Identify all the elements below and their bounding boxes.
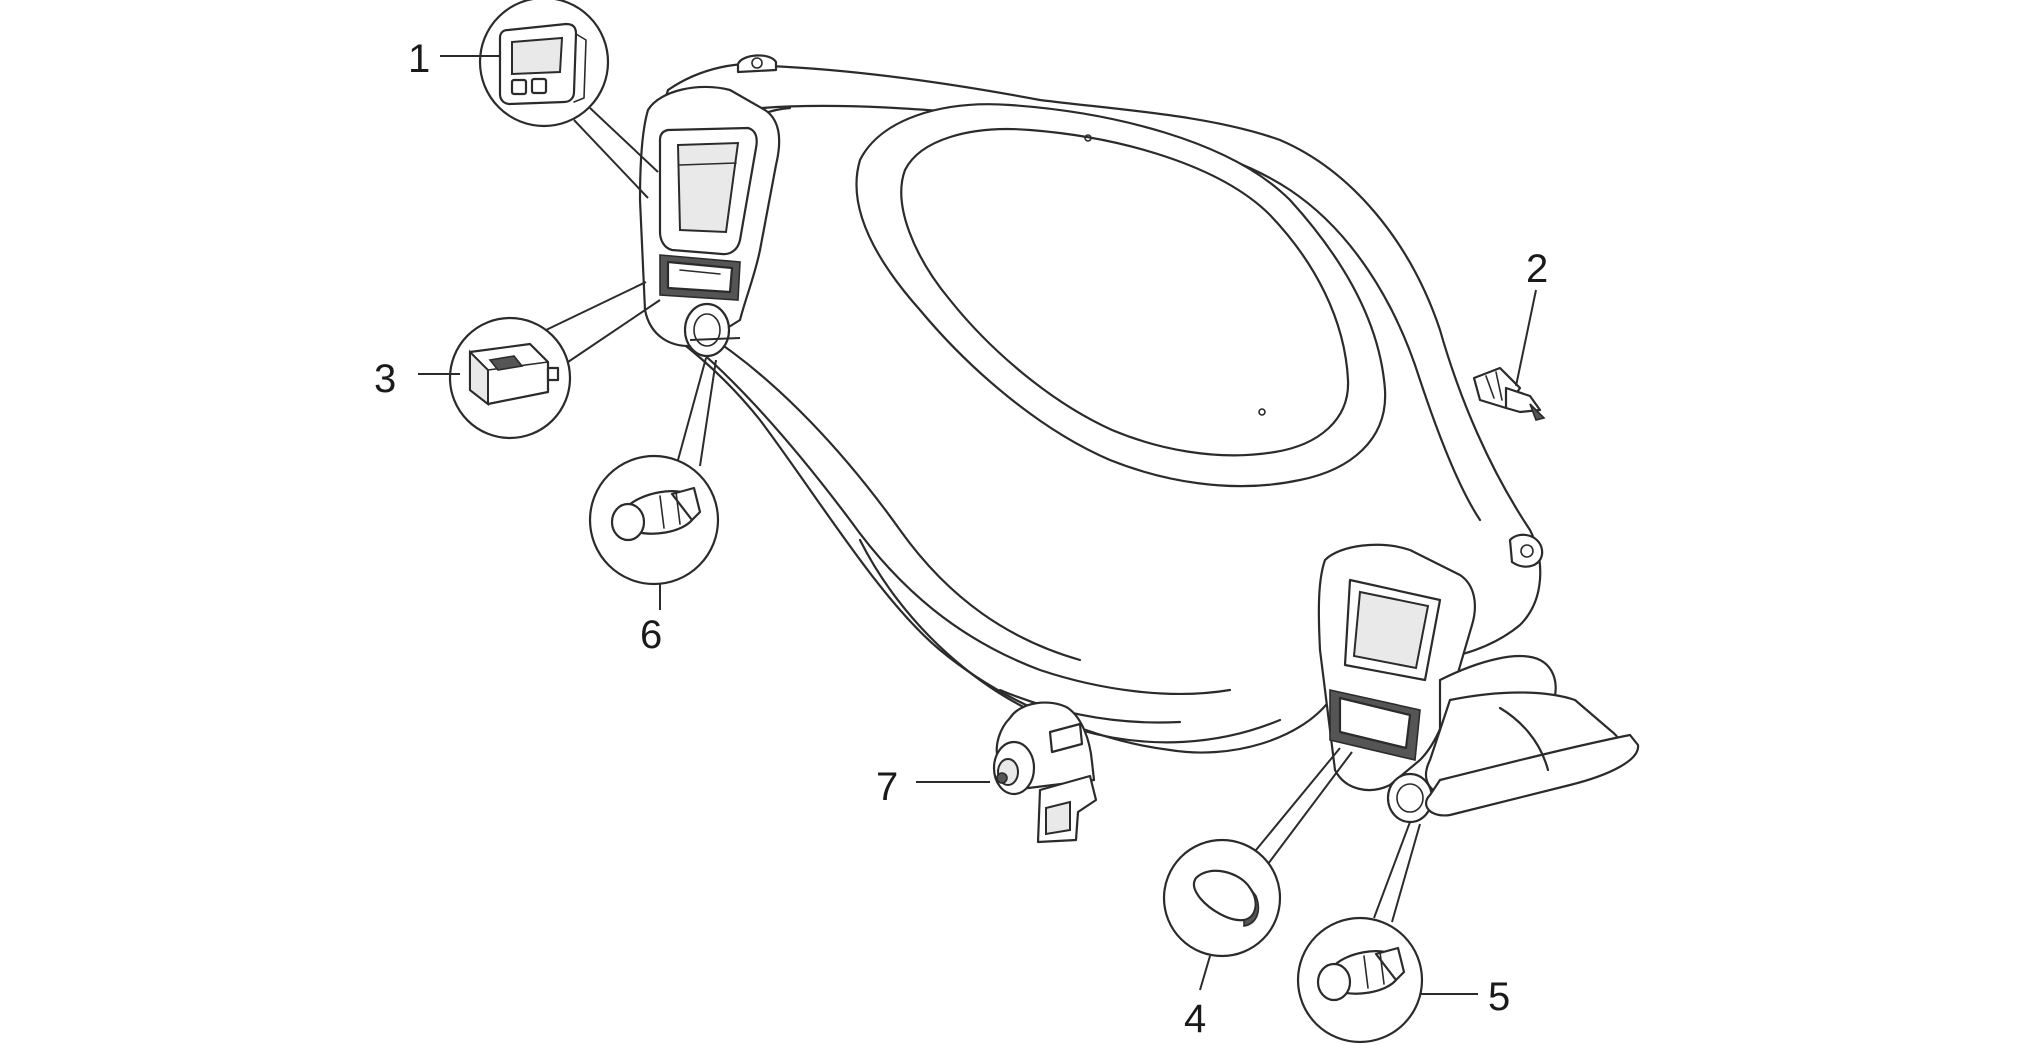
callout-5-label: 5 bbox=[1488, 975, 1510, 1019]
callout-7-label: 7 bbox=[876, 765, 898, 809]
callout-4-label: 4 bbox=[1184, 997, 1206, 1041]
part-1-display-module: 1 bbox=[408, 0, 659, 199]
handlebar-cover-body bbox=[638, 54, 1640, 824]
callout-6-label: 6 bbox=[640, 613, 662, 657]
part-6-push-button: 6 bbox=[588, 357, 720, 657]
callout-1-label: 1 bbox=[408, 37, 430, 81]
part-2-bulb-pin: 2 bbox=[1472, 247, 1548, 421]
callout-2-label: 2 bbox=[1526, 247, 1548, 291]
part-7-ignition-switch: 7 bbox=[876, 701, 1098, 844]
callout-3-label: 3 bbox=[374, 357, 396, 401]
part-4-switch-cap: 4 bbox=[1162, 747, 1353, 1041]
part-5-push-button: 5 bbox=[1296, 821, 1510, 1044]
part-3-rocker-switch: 3 bbox=[374, 281, 661, 440]
